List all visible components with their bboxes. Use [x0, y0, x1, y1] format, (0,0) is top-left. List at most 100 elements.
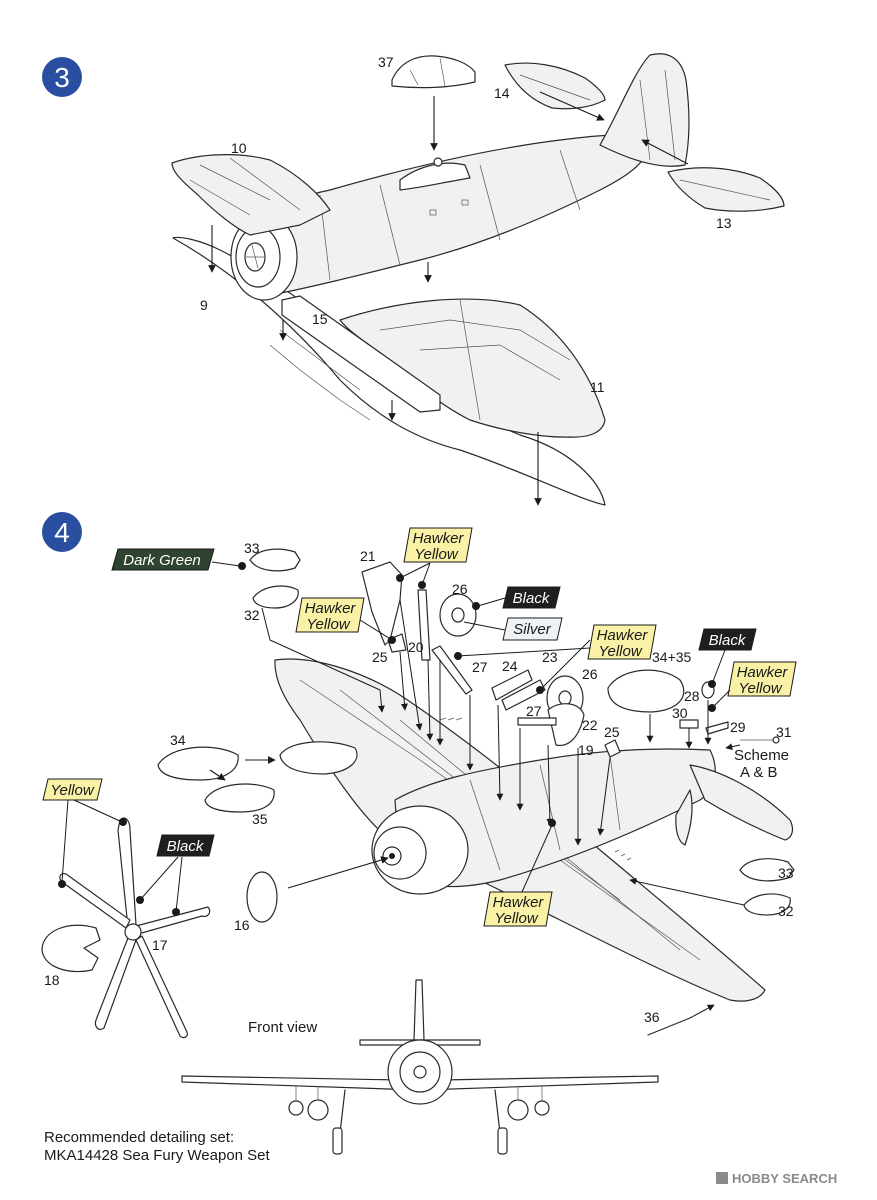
front-view-fin	[413, 979, 425, 1041]
part-number-28: 28	[684, 688, 700, 704]
front-view: Front view	[181, 979, 659, 1155]
strut-part-27b	[517, 717, 557, 726]
part-number-16: 16	[234, 917, 250, 933]
part-number-32a: 32	[244, 607, 260, 623]
part-number-22: 22	[582, 717, 598, 733]
color-callout-black-2: Black	[698, 628, 757, 688]
gear-door-part-23	[501, 679, 546, 711]
part-number-14: 14	[494, 85, 510, 101]
spinner-part-16	[246, 871, 278, 923]
svg-text:Hawker: Hawker	[305, 600, 357, 617]
drop-tank-half-part-32b	[743, 893, 791, 916]
svg-text:HOBBY SEARCH: HOBBY SEARCH	[732, 1171, 837, 1186]
step-4-badge: 4	[42, 512, 82, 552]
step-3-number: 3	[54, 62, 70, 93]
step-4-number: 4	[54, 517, 70, 548]
step-3: 3	[42, 53, 785, 506]
part-number-33b: 33	[778, 865, 794, 881]
spinner-part-18	[41, 924, 101, 973]
svg-text:A & B: A & B	[740, 764, 778, 781]
color-callout-hawker-yellow-4: Hawker Yellow	[708, 661, 797, 712]
canopy-part-37	[391, 55, 476, 89]
part-number-27b: 27	[526, 703, 542, 719]
svg-text:Yellow: Yellow	[414, 546, 459, 563]
drop-tank-half-part-32a	[252, 585, 299, 609]
part-number-15: 15	[312, 311, 328, 327]
arrow-14	[539, 91, 605, 121]
color-callout-black-3: Black	[136, 834, 215, 916]
tail-fin	[599, 53, 690, 167]
svg-text:Yellow: Yellow	[738, 680, 783, 697]
engine-cowling-step3	[230, 213, 298, 301]
part-number-25a: 25	[372, 649, 388, 665]
color-callout-black-1: Black	[472, 586, 561, 610]
svg-text:Hawker: Hawker	[413, 530, 465, 547]
svg-text:Hawker: Hawker	[737, 664, 789, 681]
leader-32a	[261, 607, 385, 713]
drop-tank-part-33a	[249, 548, 301, 572]
part-number-13: 13	[716, 215, 732, 231]
color-callout-hawker-yellow-5: Hawker Yellow	[483, 819, 556, 927]
small-part-30	[679, 719, 699, 729]
drop-tank-part-33b	[739, 858, 795, 882]
wheel-part-26a	[439, 593, 477, 637]
front-view-left-wing	[181, 1075, 419, 1091]
part-number-27a: 27	[472, 659, 488, 675]
cockpit-opening	[399, 162, 471, 191]
part-number-9: 9	[200, 297, 208, 313]
part-number-18: 18	[44, 972, 60, 988]
recommendation-note: Recommended detailing set: MKA14428 Sea …	[44, 1129, 271, 1164]
svg-text:Yellow: Yellow	[306, 616, 351, 633]
part-number-10: 10	[231, 140, 247, 156]
svg-text:Yellow: Yellow	[50, 782, 95, 799]
part-number-31: 31	[776, 724, 792, 740]
arrow-16	[287, 856, 389, 889]
watermark: HOBBY SEARCH	[716, 1171, 837, 1186]
scheme-note: Scheme A & B	[734, 747, 789, 781]
part-number-35: 35	[252, 811, 268, 827]
part-number-19: 19	[578, 742, 594, 758]
drop-tank-assembled-left	[279, 741, 358, 775]
color-callout-hawker-yellow-3: Hawker Yellow	[454, 624, 657, 694]
color-callout-hawker-yellow-2: Hawker Yellow	[295, 597, 396, 644]
tail-fin-step4	[675, 789, 693, 846]
engine-step4	[371, 805, 469, 895]
svg-text:Dark Green: Dark Green	[123, 552, 201, 569]
part-number-23: 23	[542, 649, 558, 665]
part-number-34: 34	[170, 732, 186, 748]
wing-spar-part-15	[281, 295, 441, 413]
part-number-36: 36	[644, 1009, 660, 1025]
part-number-24: 24	[502, 658, 518, 674]
svg-text:Hawker: Hawker	[597, 627, 649, 644]
part-number-34-35: 34+35	[652, 649, 692, 665]
step-4: 4	[41, 512, 797, 1039]
color-callout-yellow: Yellow	[42, 778, 127, 888]
part-number-29: 29	[730, 719, 746, 735]
small-part-25b	[604, 739, 621, 758]
front-view-right-wheel	[497, 1127, 508, 1155]
svg-text:Black: Black	[709, 632, 747, 649]
step-3-badge: 3	[42, 57, 82, 97]
svg-text:Recommended detailing set:: Recommended detailing set:	[44, 1129, 234, 1146]
part-number-37: 37	[378, 54, 394, 70]
arrow-34-35	[209, 769, 226, 781]
part-number-26a: 26	[452, 581, 468, 597]
left-upper-wing-part-10	[171, 154, 331, 236]
small-part-29	[705, 721, 729, 735]
front-view-right-wing	[421, 1075, 659, 1091]
svg-text:Black: Black	[167, 838, 205, 855]
drop-tank-half-part-34	[157, 746, 239, 781]
svg-text:Silver: Silver	[513, 621, 552, 638]
stabilizer-part-14	[504, 62, 606, 110]
antenna-part-36	[647, 1017, 691, 1036]
part-number-25b: 25	[604, 724, 620, 740]
gear-door-part-24	[491, 669, 533, 701]
watermark-logo-icon	[716, 1172, 728, 1184]
part-number-26b: 26	[582, 666, 598, 682]
svg-text:MKA14428 Sea Fury Weapon Set: MKA14428 Sea Fury Weapon Set	[44, 1147, 271, 1164]
part-number-30: 30	[672, 705, 688, 721]
gear-door-part-22	[547, 703, 585, 746]
part-number-32b: 32	[778, 903, 794, 919]
svg-text:Scheme: Scheme	[734, 747, 789, 764]
